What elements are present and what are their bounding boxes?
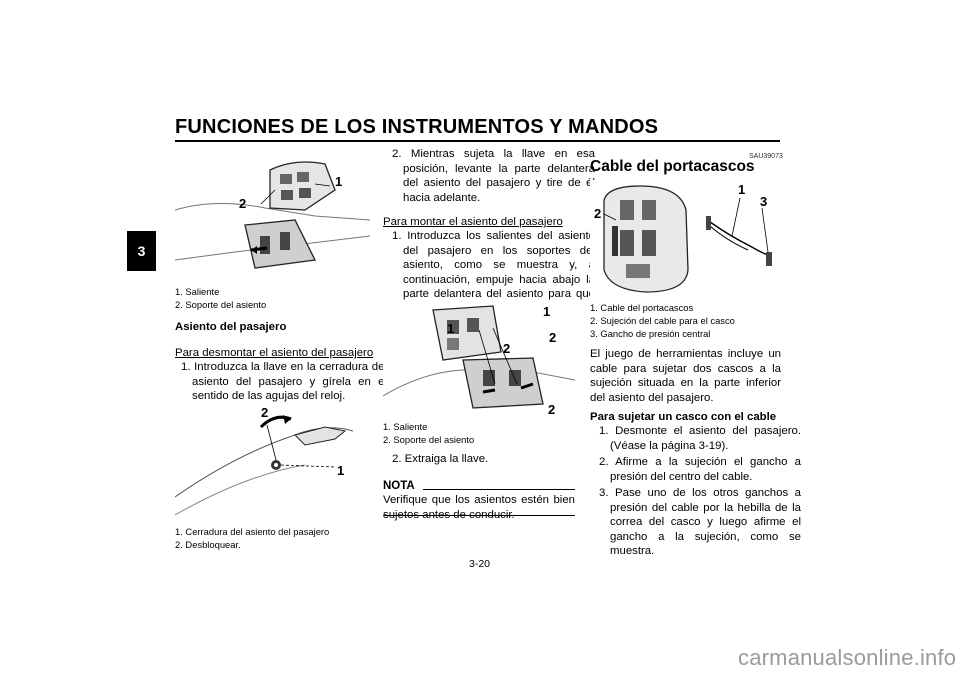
col2-step-1: 1. Introduzca los salientes del asiento … [392,230,595,315]
fig1-caption-list: 1. Saliente 2. Soporte del asiento [175,285,266,311]
fig1-caption-2: 2. Soporte del asiento [175,299,267,310]
fig4-caption-list: 1. Cable del portacascos 2. Sujeción del… [590,301,735,340]
fig2-caption-list: 1. Cerradura del asiento del pasajero 2.… [175,525,329,551]
chapter-tab: 3 [127,231,156,271]
nota-bottom-rule [383,515,575,516]
fig3-callout-2a: 2 [503,341,510,356]
subheading-sujetar: Para sujetar un casco con el cable [590,411,777,423]
doc-code: SAU39073 [749,153,783,160]
fig4-caption-3: 3. Gancho de presión central [590,328,711,339]
col3-step-1: 1. Desmonte el asiento del pasajero. (Vé… [599,425,801,452]
nota-text: Verifique que los asientos estén bien su… [383,494,575,521]
fig2-caption-1: 1. Cerradura del asiento del pasajero [175,526,330,537]
section-title-asiento: Asiento del pasajero [175,321,287,333]
watermark: carmanualsonline.info [738,645,957,670]
fig3-callout-2b: 2 [549,330,556,345]
figure-seat-mounting: 1 1 2 2 2 [383,300,575,418]
page-header-title: FUNCIONES DE LOS INSTRUMENTOS Y MANDOS [175,116,659,138]
col2-step-2: 2. Mientras sujeta la llave en esa posic… [392,148,595,204]
fig3-caption-2: 2. Soporte del asiento [383,434,475,445]
col3-step-3: 3. Pase uno de los otros ganchos a presi… [599,487,801,558]
nota-top-rule [423,489,575,490]
fig3-callout-1b: 1 [447,321,454,336]
fig4-callout-3: 3 [760,194,767,209]
figure-seat-lock: 2 1 [175,405,370,523]
col3-step-2: 2. Afirme a la sujeción el gancho a pres… [599,456,801,483]
subheading-montar: Para montar el asiento del pasajero [383,216,563,228]
col3-body: El juego de herramientas incluye un cabl… [590,348,781,404]
fig4-caption-2: 2. Sujeción del cable para el casco [590,315,735,326]
subheading-desmontar: Para desmontar el asiento del pasajero [175,347,374,359]
page-number: 3-20 [469,558,491,570]
col1-step-1: 1. Introduzca la llave en la cerradura d… [181,361,387,403]
figure-helmet-cable: 1 2 3 [590,180,782,298]
figure-seat-bracket: 1 2 [175,150,370,282]
fig3-caption-list: 1. Saliente 2. Soporte del asiento [383,420,474,446]
fig1-caption-1: 1. Saliente [175,286,220,297]
section-title-cable: Cable del portacascos [590,158,755,175]
fig4-caption-1: 1. Cable del portacascos [590,302,694,313]
fig1-callout-2: 2 [239,196,246,211]
fig3-caption-1: 1. Saliente [383,421,428,432]
fig3-callout-1a: 1 [543,304,550,319]
fig2-callout-1: 1 [337,463,344,478]
fig4-callout-2: 2 [594,206,601,221]
fig1-callout-1: 1 [335,174,342,189]
col2-step-2b: 2. Extraiga la llave. [392,453,489,465]
fig2-caption-2: 2. Desbloquear. [175,539,241,550]
fig3-callout-2c: 2 [548,402,555,417]
fig4-callout-1: 1 [738,182,745,197]
nota-label: NOTA [383,480,415,492]
header-rule [175,140,780,142]
fig2-callout-2: 2 [261,405,268,420]
